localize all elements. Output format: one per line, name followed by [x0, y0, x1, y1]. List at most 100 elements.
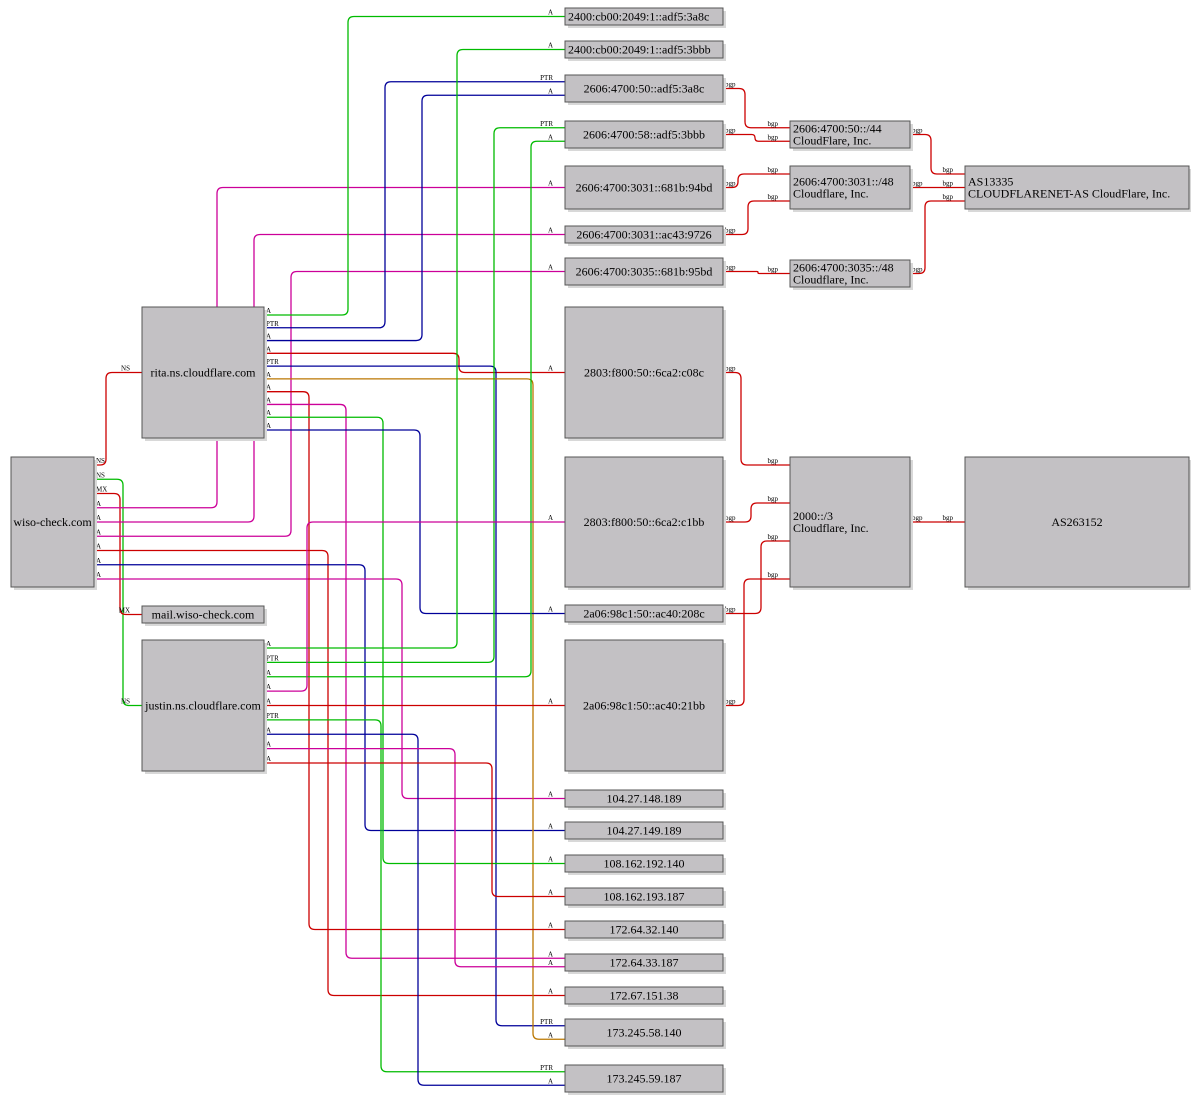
node-ip6b[interactable]: 2400:cb00:2049:1::adf5:3bbb [564, 40, 726, 61]
node-box[interactable] [564, 257, 724, 286]
edge-label: A [548, 856, 553, 864]
node-ip6h[interactable]: 2803:f800:50::6ca2:c08c [564, 306, 726, 441]
node-box[interactable] [564, 639, 724, 772]
edge-label: A [548, 606, 553, 614]
edge-line [264, 15, 565, 316]
node-label: 2606:4700:3031::681b:94bd [576, 181, 713, 195]
node-box[interactable] [564, 225, 724, 244]
node-label: 2606:4700:3035::/48 [793, 261, 894, 275]
edge-label: A [548, 264, 553, 272]
node-box[interactable] [564, 604, 724, 623]
node-box[interactable] [789, 456, 911, 588]
node-box[interactable] [564, 821, 724, 840]
node-ip4d[interactable]: 108.162.193.187 [564, 887, 726, 908]
node-box[interactable] [564, 306, 724, 439]
node-label: 2606:4700:50::/44 [793, 122, 882, 136]
node-ip6e[interactable]: 2606:4700:3031::681b:94bd [564, 165, 726, 212]
edge-line [264, 747, 565, 968]
node-box[interactable] [141, 306, 265, 439]
node-box[interactable] [564, 120, 724, 149]
node-box[interactable] [141, 605, 265, 624]
edge-label-source: A [96, 557, 101, 565]
edge-line [723, 200, 790, 236]
edge-line [94, 478, 142, 707]
node-box[interactable] [10, 456, 95, 588]
node-box[interactable] [141, 639, 265, 772]
edge-line [264, 48, 565, 649]
node-ip4c[interactable]: 108.162.192.140 [564, 854, 726, 875]
node-ip4e[interactable]: 172.64.32.140 [564, 920, 726, 941]
edge-label: PTR [540, 1064, 553, 1072]
edge-label-source: A [266, 371, 271, 379]
node-box[interactable] [564, 854, 724, 873]
edge-rita-ip4h-13: PTR PTR [264, 358, 565, 1027]
node-mail[interactable]: mail.wiso-check.com [141, 605, 267, 626]
node-box[interactable] [789, 259, 911, 288]
node-ip6c[interactable]: 2606:4700:50::adf5:3a8c [564, 74, 726, 105]
node-box[interactable] [564, 165, 724, 210]
edge-label: A [548, 87, 553, 95]
node-ip4f[interactable]: 172.64.33.187 [564, 953, 726, 974]
node-label: 2606:4700:3031::/48 [793, 175, 894, 189]
node-label: rita.ns.cloudflare.com [151, 366, 257, 380]
edge-label: bgp [768, 120, 779, 128]
edge-label: A [548, 791, 553, 799]
edge-label-source: bgp [725, 264, 736, 272]
edge-label-source: A [266, 307, 271, 315]
edge-label-source: bgp [912, 266, 923, 274]
node-ip4b[interactable]: 104.27.149.189 [564, 821, 726, 842]
node-ip4g[interactable]: 172.67.151.38 [564, 986, 726, 1007]
node-label: 108.162.192.140 [604, 857, 685, 871]
node-box[interactable] [564, 74, 724, 103]
edge-label-source: A [96, 514, 101, 522]
node-box[interactable] [964, 456, 1190, 588]
edge-justin-ip4i-25: AA [264, 726, 565, 1086]
node-box[interactable] [789, 165, 911, 210]
node-justin[interactable]: justin.ns.cloudflare.com [141, 639, 267, 774]
node-ip4h[interactable]: 173.245.58.140 [564, 1018, 726, 1049]
edge-line [723, 578, 790, 707]
node-label: wiso-check.com [13, 515, 92, 529]
node-label: 172.67.151.38 [610, 989, 679, 1003]
edge-label-source: PTR [266, 712, 279, 720]
node-ip4a[interactable]: 104.27.148.189 [564, 789, 726, 810]
node-ip6d[interactable]: 2606:4700:58::adf5:3bbb [564, 120, 726, 151]
node-box[interactable] [564, 920, 724, 939]
node-box[interactable] [564, 1018, 724, 1047]
edge-rita-ip6c-11: AA [264, 87, 565, 342]
node-ip6k[interactable]: 2a06:98c1:50::ac40:21bb [564, 639, 726, 774]
edge-label-source: A [266, 396, 271, 404]
edge-label: PTR [540, 1018, 553, 1026]
node-box[interactable] [564, 1064, 724, 1093]
edge-label: NS [121, 698, 130, 706]
node-ip6j[interactable]: 2a06:98c1:50::ac40:208c [564, 604, 726, 625]
node-ip6f[interactable]: 2606:4700:3031::ac43:9726 [564, 225, 726, 246]
edge-label-source: bgp [725, 180, 736, 188]
edge-justin-ip6i-22: AA [264, 514, 565, 692]
node-label: 2803:f800:50::6ca2:c08c [584, 366, 704, 380]
node-ip6i[interactable]: 2803:f800:50::6ca2:c1bb [564, 456, 726, 590]
node-as2[interactable]: AS263152 [964, 456, 1191, 590]
node-label: 2000::/3 [793, 509, 833, 523]
node-box[interactable] [564, 456, 724, 588]
node-rita[interactable]: rita.ns.cloudflare.com [141, 306, 267, 441]
node-box[interactable] [964, 165, 1190, 210]
node-box[interactable] [564, 986, 724, 1005]
node-wiso[interactable]: wiso-check.com [10, 456, 97, 590]
node-ip4i[interactable]: 173.245.59.187 [564, 1064, 726, 1095]
edge-label: A [548, 227, 553, 235]
node-ip6g[interactable]: 2606:4700:3035::681b:95bd [564, 257, 726, 288]
node-box[interactable] [564, 953, 724, 972]
node-box[interactable] [564, 887, 724, 906]
node-ip6a[interactable]: 2400:cb00:2049:1::adf5:3a8c [564, 7, 726, 28]
node-box[interactable] [564, 7, 724, 26]
node-box[interactable] [564, 789, 724, 808]
node-box[interactable] [789, 120, 911, 149]
node-box[interactable] [564, 40, 724, 59]
